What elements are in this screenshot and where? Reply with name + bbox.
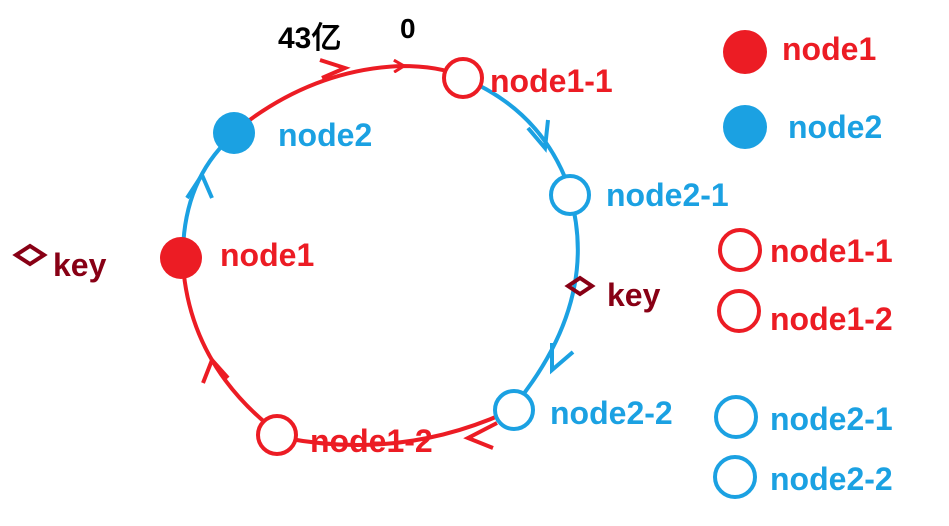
arrow-right-lower-blue <box>550 343 575 375</box>
arrow-left-blue <box>185 170 214 200</box>
legend-node2-2-label: node2-2 <box>770 461 893 497</box>
node1-2-label: node1-2 <box>310 423 433 459</box>
node1-marker <box>160 237 202 279</box>
node1-1-marker <box>442 57 484 99</box>
legend-node1-2-swatch <box>717 289 761 333</box>
arrow-top-right-red <box>319 58 351 80</box>
arrow-left-red <box>201 356 230 384</box>
node2-label: node2 <box>278 117 372 153</box>
left-key-label: key <box>53 247 107 283</box>
legend-node1-label: node1 <box>782 31 876 67</box>
legend-node2-2-swatch <box>713 455 757 499</box>
right-key-label: key <box>607 277 661 313</box>
legend: node1 node2 node1-1 node1-2 node2-1 node… <box>713 30 893 499</box>
legend-node1-swatch <box>723 30 767 74</box>
legend-node1-1-swatch <box>718 228 762 272</box>
legend-node2-1-label: node2-1 <box>770 401 893 437</box>
legend-node2-swatch <box>723 105 767 149</box>
node2-1-label: node2-1 <box>606 177 729 213</box>
legend-node1-2-label: node1-2 <box>770 301 893 337</box>
arrow-bottom-red <box>463 421 498 450</box>
ring-max-label: 43亿 <box>278 22 341 55</box>
ring-arc-red-left <box>181 264 270 427</box>
ring-arrows <box>185 58 575 450</box>
node1-1-label: node1-1 <box>490 63 613 99</box>
ring-arc-red-top <box>232 66 461 134</box>
ring-zero-label: 0 <box>400 13 416 44</box>
node2-2-label: node2-2 <box>550 395 673 431</box>
node1-2-marker <box>256 414 298 456</box>
ring-arc-red-bottom <box>284 411 506 448</box>
arrow-right-blue <box>526 119 550 153</box>
left-key-diamond-icon <box>12 243 48 267</box>
node1-label: node1 <box>220 237 314 273</box>
legend-node1-1-label: node1-1 <box>770 233 893 269</box>
legend-node2-label: node2 <box>788 109 882 145</box>
node2-1-marker <box>549 174 591 216</box>
ring-arc-blue-2 <box>513 194 580 407</box>
node2-marker <box>213 112 255 154</box>
right-key-diamond-icon <box>564 275 596 297</box>
legend-node2-1-swatch <box>714 395 758 439</box>
node2-2-marker <box>493 389 535 431</box>
